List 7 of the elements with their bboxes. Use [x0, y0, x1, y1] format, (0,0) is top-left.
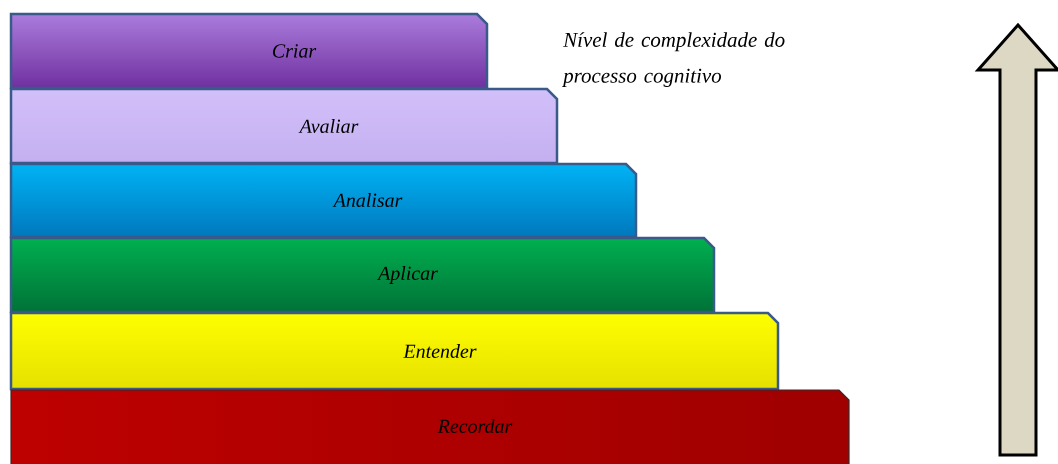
step-bar: Avaliar — [9, 87, 559, 165]
step-bar: Recordar — [10, 389, 850, 464]
axis-title: Nível de complexidade do processo cognitivo — [562, 32, 785, 88]
step-bar: Entender — [9, 311, 780, 391]
step-bar: Analisar — [9, 162, 638, 239]
step-bar: Criar — [9, 12, 489, 90]
step-bar: Aplicar — [9, 236, 716, 314]
